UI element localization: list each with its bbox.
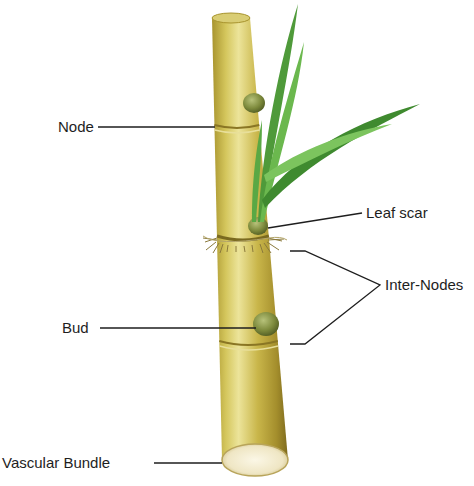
node-ring xyxy=(215,130,260,133)
part-label: Node xyxy=(58,118,94,136)
part-label: Inter-Nodes xyxy=(385,276,463,294)
leaves xyxy=(252,4,420,222)
node-ring xyxy=(220,346,279,350)
node-ring xyxy=(219,341,277,345)
part-label: Vascular Bundle xyxy=(2,454,110,472)
leaf-scar-bud xyxy=(248,217,268,235)
part-label: Leaf scar xyxy=(366,204,428,222)
part-label: Bud xyxy=(62,319,89,337)
stem-top xyxy=(212,13,250,23)
bud xyxy=(253,312,279,336)
bud xyxy=(243,93,265,113)
node-ring xyxy=(214,125,259,128)
root-primordia xyxy=(203,236,287,253)
leader-lines xyxy=(98,127,380,463)
stem xyxy=(212,18,288,460)
cut-face xyxy=(222,444,288,476)
